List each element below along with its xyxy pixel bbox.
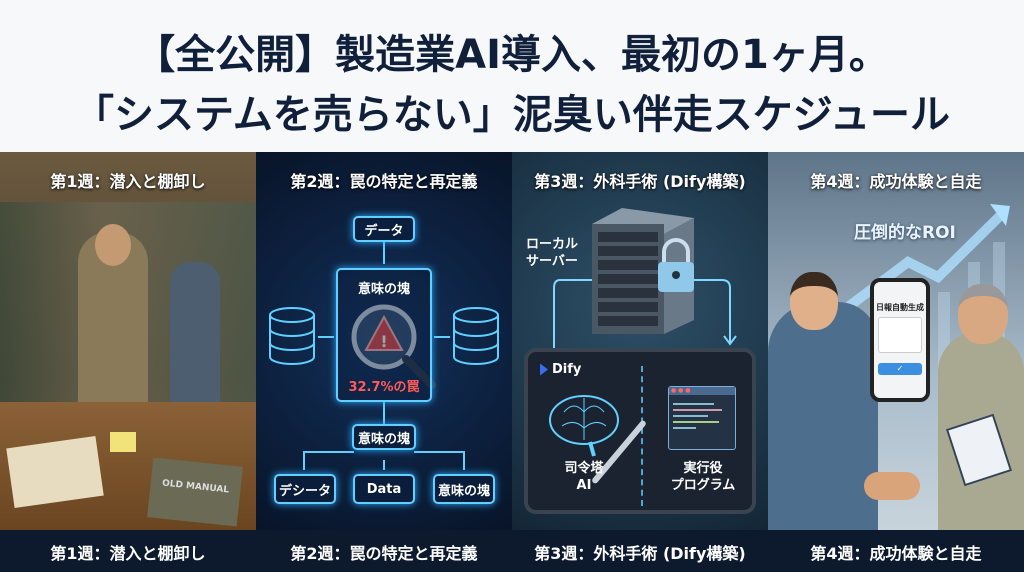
trap-text: 32.7%の罠 <box>348 380 420 395</box>
meaning-chunk-box-2: 意味の塊 <box>352 424 416 450</box>
center-box-label: 意味の塊 <box>357 282 410 297</box>
executor-program-label: 実行役 プログラム <box>670 461 736 493</box>
report-card <box>878 317 922 353</box>
meaning-chunk-box: 意味の塊 <box>336 268 432 402</box>
panel-title: 第1週：潜入と棚卸し <box>50 172 206 191</box>
footer-label-week-4: 第4週：成功体験と自走 <box>810 544 982 563</box>
window-dots: ● ● ● <box>669 387 735 395</box>
dify-logo: Dify <box>540 362 581 377</box>
database-icon <box>453 307 499 365</box>
panel-week-1: OLD MANUAL 第1週：潜入と棚卸し <box>0 152 256 530</box>
bottom-box-3: 意味の塊 <box>433 474 495 504</box>
handshake <box>864 472 920 500</box>
smartphone: 日報自動生成 ✓ <box>870 278 930 402</box>
code-window: ● ● ● <box>668 386 736 450</box>
worker-figure-2 <box>170 262 220 422</box>
server-icon <box>592 208 694 334</box>
bottom-box-2: Data <box>353 474 415 504</box>
panel-week-3: 第3週：外科手術 (Dify構築) ローカル サーバー Dify ● ● ● 司… <box>512 152 768 530</box>
sticky-note <box>110 432 136 452</box>
bottom-box-1: デシータ <box>274 474 336 504</box>
old-manual-book: OLD MANUAL <box>147 457 243 527</box>
app-name: Dify <box>552 362 582 377</box>
header: 【全公開】製造業AI導入、最初の1ヶ月。 「システムを売らない」泥臭い伴走スケジ… <box>0 0 1024 152</box>
panel-title: 第4週：成功体験と自走 <box>810 172 982 191</box>
commander-ai-label: 司令塔 AI <box>564 461 604 493</box>
title-line-2: 「システムを売らない」泥臭い伴走スケジュール <box>74 92 950 138</box>
roi-label: 圧倒的なROI <box>854 223 956 243</box>
dify-logo-icon <box>540 363 548 376</box>
young-worker <box>768 302 878 530</box>
magnifier-warning-icon: ! <box>351 304 436 389</box>
confirm-button[interactable]: ✓ <box>878 363 922 375</box>
server-connectors <box>553 208 737 348</box>
title-line-1: 【全公開】製造業AI導入、最初の1ヶ月。 <box>135 32 889 78</box>
worker-head <box>95 224 131 266</box>
footer-bar: 第1週：潜入と棚卸し 第2週：罠の特定と再定義 第3週：外科手術 (Dify構築… <box>0 530 1024 572</box>
phone-title: 日報自動生成 <box>876 303 924 312</box>
senior-worker-head <box>958 284 1008 344</box>
footer-label-week-3: 第3週：外科手術 (Dify構築) <box>534 544 746 563</box>
flow-connectors: ! <box>269 240 499 470</box>
code-lines <box>669 395 735 437</box>
data-box: データ <box>353 216 415 242</box>
young-worker-head <box>790 272 838 330</box>
svg-text:!: ! <box>380 332 387 351</box>
panel-week-4: 圧倒的なROI 日報自動生成 ✓ 第4週：成功体験と自走 <box>768 152 1024 530</box>
footer-label-week-1: 第1週：潜入と棚卸し <box>50 544 206 563</box>
lock-icon <box>658 238 694 292</box>
panel-week-2: 第2週：罠の特定と再定義 ! データ 意味の塊 32.7%の罠 意味の塊 デシー… <box>256 152 512 530</box>
server-label: ローカル サーバー <box>526 237 579 269</box>
database-icon <box>269 307 315 365</box>
tablet: Dify ● ● ● 司令塔 AI 実行役 プログラム <box>524 348 756 514</box>
open-notebook <box>6 436 104 508</box>
brain-icon <box>549 395 619 457</box>
panel-title: 第2週：罠の特定と再定義 <box>290 172 478 191</box>
divider <box>641 366 643 506</box>
panel-title: 第3週：外科手術 (Dify構築) <box>534 172 746 191</box>
footer-label-week-2: 第2週：罠の特定と再定義 <box>290 544 478 563</box>
